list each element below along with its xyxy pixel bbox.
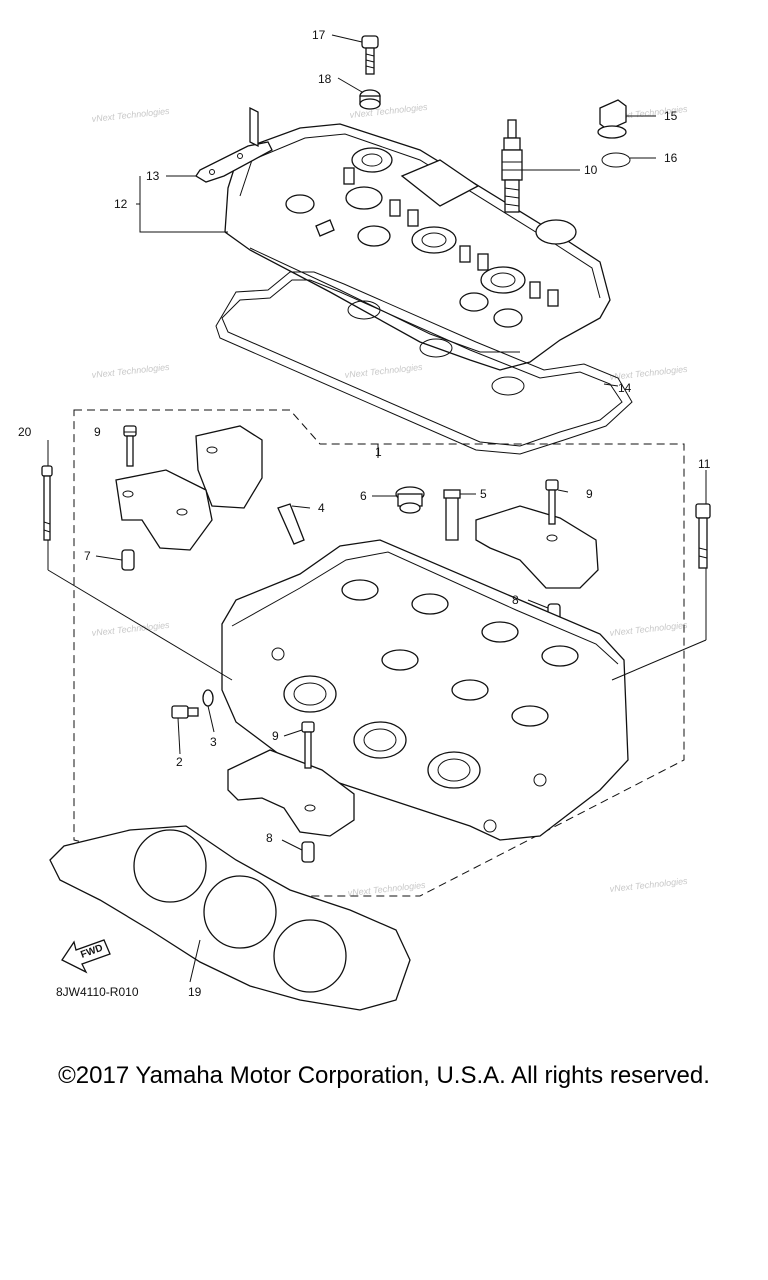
watermark: vNext Technologies <box>91 620 170 638</box>
callout-14: 14 <box>618 381 632 395</box>
fwd-arrow: FWD <box>61 939 111 974</box>
callout-8-upper: 8 <box>512 593 519 607</box>
camshaft-cap-upper-right <box>475 505 599 589</box>
callout-13: 13 <box>146 169 160 183</box>
callout-2: 2 <box>176 755 183 769</box>
part-17-bolt <box>361 35 379 75</box>
part-12-head-cover <box>224 123 611 371</box>
callout-16: 16 <box>664 151 678 165</box>
copyright-notice: ©2017 Yamaha Motor Corporation, U.S.A. A… <box>58 1062 710 1089</box>
watermark: vNext Technologies <box>347 880 426 898</box>
part-16-o-ring <box>601 152 631 168</box>
part-10-spark-plug <box>501 119 523 213</box>
part-4-tube <box>277 503 305 545</box>
callout-12: 12 <box>114 197 128 211</box>
callout-17: 17 <box>312 28 326 42</box>
callout-labels: 17 18 10 15 16 13 12 14 20 9 1 11 5 6 9 … <box>18 28 711 999</box>
part-9-bolt-left <box>123 425 137 467</box>
callout-5: 5 <box>480 487 487 501</box>
callout-8-lower: 8 <box>266 831 273 845</box>
part-8-dowel-lower <box>301 841 315 863</box>
exploded-parts-diagram: vNext Technologies vNext Technologies vN… <box>18 28 711 1011</box>
callout-3: 3 <box>210 735 217 749</box>
callout-9-left: 9 <box>94 425 101 439</box>
watermark: vNext Technologies <box>609 364 688 382</box>
part-9-bolt-lower <box>301 721 315 769</box>
camshaft-cap-lower <box>227 749 355 837</box>
callout-1: 1 <box>375 445 382 459</box>
part-20-bolt <box>41 465 53 541</box>
callout-18: 18 <box>318 72 332 86</box>
part-5-tube <box>443 489 461 541</box>
callout-11: 11 <box>698 457 711 471</box>
part-11-bolt <box>695 503 711 569</box>
callout-6: 6 <box>360 489 367 503</box>
watermark: vNext Technologies <box>609 876 688 894</box>
camshaft-cap-upper-left <box>115 425 263 551</box>
diagram-code: 8JW4110-R010 <box>56 985 139 999</box>
part-3-washer <box>202 689 214 707</box>
part-9-bolt-right <box>545 479 559 525</box>
callout-9-lower: 9 <box>272 729 279 743</box>
part-2-bolt <box>171 705 199 719</box>
watermark: vNext Technologies <box>344 362 423 380</box>
part-7-dowel <box>121 549 135 571</box>
watermark: vNext Technologies <box>609 620 688 638</box>
part-1-cylinder-head <box>221 539 629 841</box>
callout-19: 19 <box>188 985 202 999</box>
part-15-oil-filler-cap <box>597 99 627 139</box>
leader-lines <box>47 34 707 983</box>
watermark: vNext Technologies <box>91 106 170 124</box>
part-13-bracket <box>195 106 273 183</box>
callout-4: 4 <box>318 501 325 515</box>
part-19-head-gasket <box>49 825 411 1011</box>
callout-9-right: 9 <box>586 487 593 501</box>
callout-7: 7 <box>84 549 91 563</box>
callout-15: 15 <box>664 109 678 123</box>
callout-20: 20 <box>18 425 32 439</box>
callout-10: 10 <box>584 163 598 177</box>
part-14-head-cover-gasket <box>215 271 633 455</box>
watermark: vNext Technologies <box>91 362 170 380</box>
part-6-grommet <box>395 486 425 514</box>
part-18-grommet <box>359 89 381 110</box>
